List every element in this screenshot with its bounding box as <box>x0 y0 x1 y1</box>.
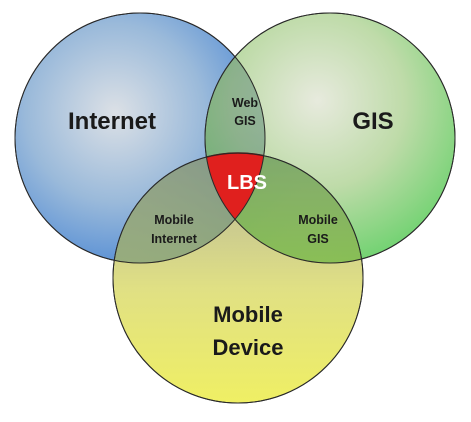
mobile-internet-label-line2: Internet <box>151 232 198 246</box>
mobile-gis-label-line2: GIS <box>307 232 329 246</box>
mobile-device-label-line1: Mobile <box>213 302 283 327</box>
web-gis-label-line1: Web <box>232 96 259 110</box>
mobile-gis-overlap <box>205 153 363 263</box>
mobile-device-outline <box>112 152 364 404</box>
internet-label: Internet <box>68 108 156 135</box>
lbs-label: LBS <box>227 172 267 194</box>
mobile-internet-label-line1: Mobile <box>154 213 194 227</box>
mobile-device-label-line2: Device <box>213 335 284 360</box>
mobile-internet-overlap <box>113 153 265 263</box>
mobile-gis-label-line1: Mobile <box>298 213 338 227</box>
internet-outline <box>14 12 266 264</box>
gis-outline <box>204 12 456 264</box>
web-gis-label-line2: GIS <box>234 114 256 128</box>
gis-label: GIS <box>352 108 393 135</box>
